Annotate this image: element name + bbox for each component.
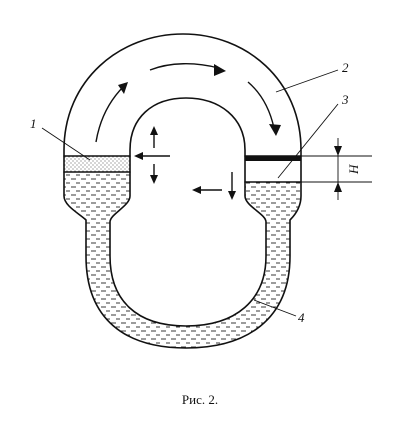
lower-liquid-region [64,172,301,348]
force-arrows [134,126,236,200]
tube-inner-wall [109,97,267,327]
label-part-4: 4 [298,310,305,325]
height-label: H [346,164,361,175]
flow-arrows [95,63,281,143]
callouts: 1 2 3 4 [30,60,349,325]
light-liquid-layer [64,156,130,172]
label-part-3: 3 [341,92,349,107]
height-dimension: H [301,138,372,200]
figure-caption: Рис. 2. [181,392,219,407]
label-part-1: 1 [30,116,37,131]
tube-outer-wall [63,33,302,349]
label-part-2: 2 [342,60,349,75]
right-piston [245,156,301,161]
